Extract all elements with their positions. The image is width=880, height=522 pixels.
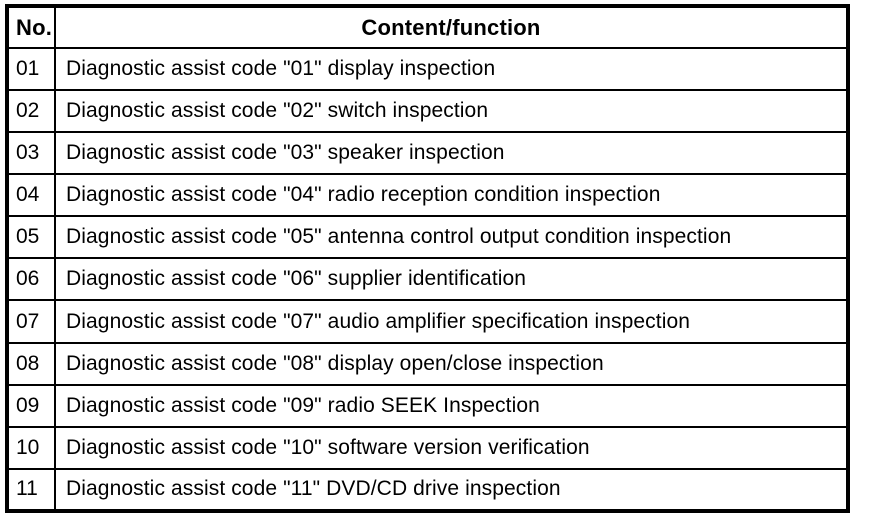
row-number-cell: 08	[6, 341, 56, 386]
table-row: 07 Diagnostic assist code "07" audio amp…	[6, 299, 849, 344]
row-content-cell: Diagnostic assist code "09" radio SEEK I…	[54, 383, 849, 428]
row-content-cell: Diagnostic assist code "08" display open…	[54, 341, 849, 386]
row-number-cell: 09	[6, 383, 56, 428]
row-content-cell: Diagnostic assist code "06" supplier ide…	[54, 257, 849, 302]
row-content-cell: Diagnostic assist code "10" software ver…	[54, 425, 849, 470]
table-header-row: No. Content/function	[6, 5, 849, 49]
table-row: 11 Diagnostic assist code "11" DVD/CD dr…	[6, 467, 849, 513]
row-number-cell: 03	[6, 131, 56, 176]
table-row: 09 Diagnostic assist code "09" radio SEE…	[6, 383, 849, 428]
table-row: 03 Diagnostic assist code "03" speaker i…	[6, 131, 849, 176]
header-content-function: Content/function	[54, 5, 849, 49]
table-row: 04 Diagnostic assist code "04" radio rec…	[6, 173, 849, 218]
row-content-cell: Diagnostic assist code "01" display insp…	[54, 46, 849, 92]
table-row: 02 Diagnostic assist code "02" switch in…	[6, 89, 849, 134]
row-number-cell: 04	[6, 173, 56, 218]
diagnostic-assist-code-table: No. Content/function 01 Diagnostic assis…	[5, 4, 850, 513]
row-number-cell: 06	[6, 257, 56, 302]
row-content-cell: Diagnostic assist code "02" switch inspe…	[54, 89, 849, 134]
table-row: 06 Diagnostic assist code "06" supplier …	[6, 257, 849, 302]
table-row: 05 Diagnostic assist code "05" antenna c…	[6, 215, 849, 260]
row-content-cell: Diagnostic assist code "05" antenna cont…	[54, 215, 849, 260]
row-content-cell: Diagnostic assist code "03" speaker insp…	[54, 131, 849, 176]
header-no: No.	[6, 5, 56, 49]
table-row: 01 Diagnostic assist code "01" display i…	[6, 46, 849, 92]
row-number-cell: 07	[6, 299, 56, 344]
row-number-cell: 01	[6, 46, 56, 92]
row-number-cell: 05	[6, 215, 56, 260]
table-row: 08 Diagnostic assist code "08" display o…	[6, 341, 849, 386]
row-content-cell: Diagnostic assist code "04" radio recept…	[54, 173, 849, 218]
row-content-cell: Diagnostic assist code "07" audio amplif…	[54, 299, 849, 344]
row-number-cell: 11	[6, 467, 56, 513]
row-number-cell: 02	[6, 89, 56, 134]
table-row: 10 Diagnostic assist code "10" software …	[6, 425, 849, 470]
row-content-cell: Diagnostic assist code "11" DVD/CD drive…	[54, 467, 849, 513]
row-number-cell: 10	[6, 425, 56, 470]
